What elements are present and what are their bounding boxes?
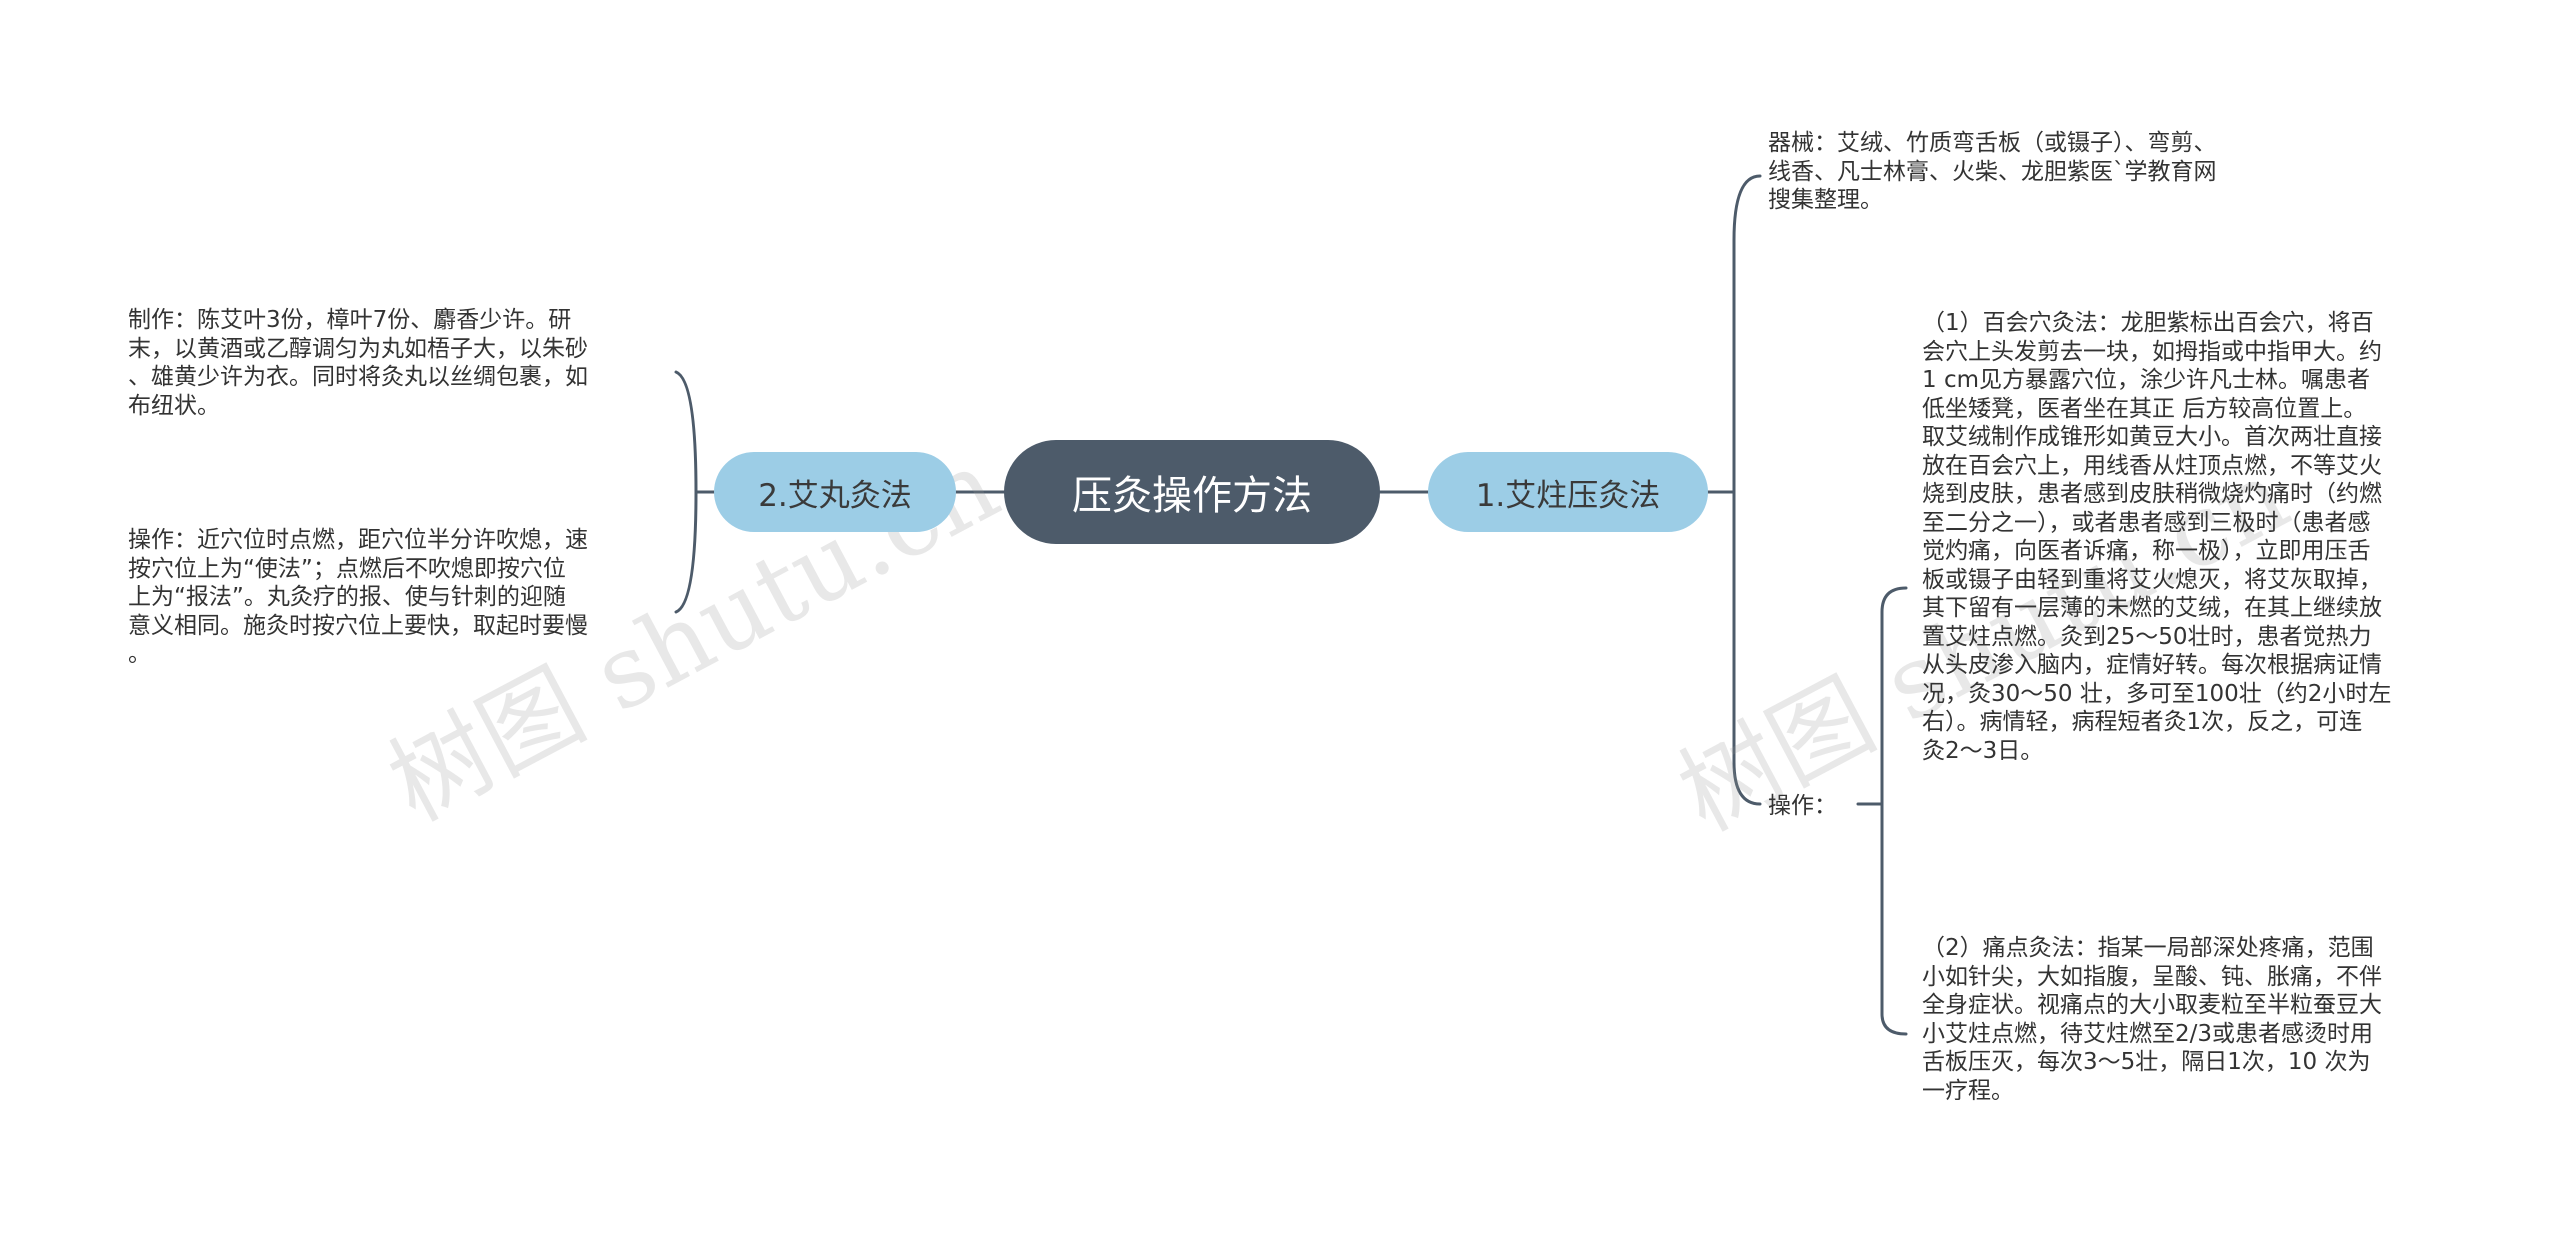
branch-node-moxa-cone[interactable]: 1.艾炷压灸法 [1428, 452, 1708, 532]
leaf-node-tools[interactable]: 器械：艾绒、竹质弯舌板（或镊子）、弯剪、 线香、凡士林膏、火柴、龙胆紫医`学教育… [1768, 130, 2217, 213]
leaf-node-operation[interactable]: 操作： [1768, 793, 1837, 819]
connector-left-to-operation [674, 490, 698, 614]
leaf-node-baihui-method[interactable]: （1）百会穴灸法：龙胆紫标出百会穴，将百 会穴上头发剪去一块，如拇指或中指甲大。… [1922, 310, 2392, 764]
branch-node-moxa-pill[interactable]: 2.艾丸灸法 [714, 452, 956, 532]
connector-operation-to-op2 [1880, 802, 1908, 1036]
leaf-node-pain-point-method[interactable]: （2）痛点灸法：指某一局部深处疼痛，范围 小如针尖，大如指腹，呈酸、钝、胀痛，不… [1922, 935, 2382, 1104]
connector-operation-to-op1 [1880, 586, 1908, 806]
root-node[interactable]: 压灸操作方法 [1004, 440, 1380, 544]
branch-node-moxa-cone-label: 1.艾炷压灸法 [1475, 477, 1661, 514]
connector-right-to-tools [1732, 174, 1762, 494]
connector-right-to-operation [1732, 490, 1762, 806]
connector-left-to-make [674, 370, 698, 494]
leaf-node-pill-operation[interactable]: 操作：近穴位时点燃，距穴位半分许吹熄，速 按穴位上为“使法”；点燃后不吹熄即按穴… [128, 527, 588, 667]
branch-node-moxa-pill-label: 2.艾丸灸法 [758, 477, 912, 514]
root-node-label: 压灸操作方法 [1072, 473, 1312, 519]
leaf-node-preparation[interactable]: 制作：陈艾叶3份，樟叶7份、麝香少许。研 末，以黄酒或乙醇调匀为丸如梧子大，以朱… [128, 307, 588, 419]
